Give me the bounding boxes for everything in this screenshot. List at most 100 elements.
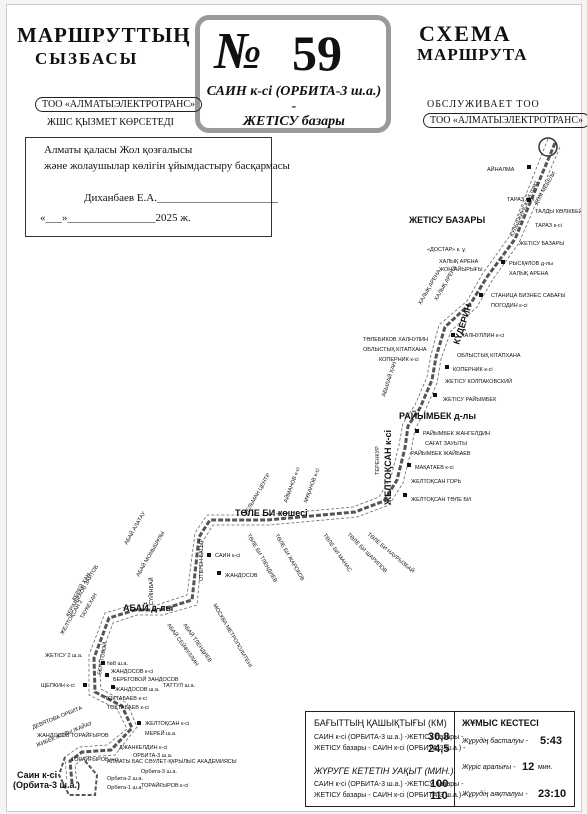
stop-marker: ТӨЛЕ БИ НАУРЫЗБАЙ bbox=[366, 530, 417, 574]
svg-text:СТАНИЦА БИЗНЕС САБАҒЫ: СТАНИЦА БИЗНЕС САБАҒЫ bbox=[491, 293, 566, 299]
stop-marker: ЖЕТІСУ БАЗАРЫ bbox=[519, 241, 564, 247]
stop-marker: ЖАНДОСОВ ТОРАЙҒЫРОВ bbox=[37, 731, 109, 739]
svg-text:ДЖАНКЕЛДИН к-сі: ДЖАНКЕЛДИН к-сі bbox=[119, 745, 167, 751]
stop-marker: РЫСҚҰЛОВ д-лы bbox=[501, 260, 553, 267]
street-terenkur: ТЕРЕНКУР bbox=[375, 446, 381, 475]
time-row-1-value: 100 bbox=[430, 778, 449, 790]
time-row-2-label: ЖЕТІСУ базары - САИН к-сі (ОРБИТА-3 ш.а.… bbox=[314, 792, 466, 799]
stop-marker: ТОРАЙҒЫРОВ к-сі bbox=[141, 781, 188, 789]
approval-line2: және жолаушылар көлігін ұйымдастыру басқ… bbox=[44, 160, 290, 172]
svg-text:ЖАНДОСОВ к-сі: ЖАНДОСОВ к-сі bbox=[111, 669, 153, 675]
stop-marker: ХАЛНУЛЛИН к-сі bbox=[451, 333, 504, 339]
route-number-box: № 59 САИН к-сі (ОРБИТА-3 ш.а.) - ЖЕТІСУ … bbox=[195, 15, 391, 133]
svg-text:ТАЛДЫ КӨЛІКБЕЙ: ТАЛДЫ КӨЛІКБЕЙ bbox=[535, 207, 581, 215]
svg-text:Орбита-1 ш.а.: Орбита-1 ш.а. bbox=[107, 785, 143, 791]
stop-marker: ТОҚТАБАЕВ к-сі bbox=[107, 705, 149, 711]
stop-marker: «ДОСТАР» к. ұ. bbox=[427, 247, 467, 253]
header-left-title: МАРШРУТТЫҢ bbox=[17, 23, 191, 47]
street-tole-bi: ТӨЛЕ БИ көшесі bbox=[235, 508, 308, 518]
svg-text:ТӨЛЕ БИ ЖАРОКОВ: ТӨЛЕ БИ ЖАРОКОВ bbox=[273, 533, 305, 582]
svg-text:ТӨЛЕ БИ МАНАС: ТӨЛЕ БИ МАНАС bbox=[321, 533, 352, 574]
schedule-end-value: 23:10 bbox=[538, 788, 567, 800]
schedule-start-value: 5:43 bbox=[540, 735, 563, 747]
distance-row-1-value: 30,8 bbox=[428, 731, 450, 743]
svg-text:ЖЕТІСУ КОЛПАКОВСКИЙ: ЖЕТІСУ КОЛПАКОВСКИЙ bbox=[445, 377, 512, 385]
svg-text:ТӨЛЕБИКОВ ХАЛНУЛИН: ТӨЛЕБИКОВ ХАЛНУЛИН bbox=[363, 337, 428, 343]
street-suyunbai: СҮЙІНБАЙ bbox=[147, 577, 155, 605]
stop-marker: ОБЛЫСТЫҚ КІТАПХАНА bbox=[363, 347, 427, 353]
approval-date: «___»________________2025 ж. bbox=[40, 212, 191, 224]
schedule-title: ЖҰМЫС КЕСТЕСІ bbox=[462, 718, 539, 728]
stop-marker: ЖОН АЙЫРЫҒЫ bbox=[439, 265, 483, 273]
svg-text:ЖАНДОСОВ ш.а.: ЖАНДОСОВ ш.а. bbox=[115, 687, 160, 693]
distance-row-2-label: ЖЕТІСУ базары - САИН к-сі (ОРБИТА-3 ш.а.… bbox=[314, 745, 466, 752]
stop-marker: ХАЛЫҚ АРЕНА bbox=[509, 271, 549, 277]
stop-marker: ПОГОДИН к-сі bbox=[491, 303, 527, 309]
stop-marker: КОПЕРНИК к-сі bbox=[379, 357, 419, 363]
stop-marker: АЙНАЛМА bbox=[487, 165, 531, 173]
street-toraigyrov: ТОРАЙҒЫРОВ к-сі bbox=[71, 755, 118, 763]
stop-marker: АБАЙ МОМЫШҰЛЫ bbox=[134, 530, 167, 578]
time-title: ЖҮРУГЕ КЕТЕТІН УАҚЫТ (МИН.) bbox=[314, 766, 454, 776]
stop-marker: Орбита-3 ш.а. bbox=[141, 769, 177, 775]
stop-marker: МАҚАТАЕВ к-сі bbox=[407, 463, 454, 471]
svg-text:РАЙЫМБЕК ЖАНГЕЛДИН: РАЙЫМБЕК ЖАНГЕЛДИН bbox=[423, 429, 490, 437]
svg-text:МАҚАТАЕВ к-сі: МАҚАТАЕВ к-сі bbox=[415, 465, 454, 471]
terminal-start-line2: (Орбита-3 ш.а.) bbox=[13, 780, 80, 790]
stop-marker: ТӨЛЕБИКОВ ХАЛНУЛИН bbox=[363, 337, 428, 343]
distance-row-1-label: САИН к-сі (ОРБИТА-3 ш.а.) -ЖЕТІСУ базары… bbox=[314, 734, 464, 741]
stop-marker: ТАРАЗ к-сі bbox=[535, 223, 562, 229]
svg-text:ХАЛЫҚ АРЕНА: ХАЛЫҚ АРЕНА bbox=[439, 259, 479, 265]
svg-text:РЫСҚҰЛОВ д-лы: РЫСҚҰЛОВ д-лы bbox=[509, 261, 553, 267]
stop-marker: ЖЕЛТОҚСАН ГОРЬ bbox=[411, 479, 462, 485]
svg-text:ОРБИТА-3 ш.а.: ОРБИТА-3 ш.а. bbox=[133, 753, 173, 759]
distance-row-2-value: 24,5 bbox=[428, 743, 450, 755]
terminal-loop-end bbox=[538, 137, 558, 157]
stop-marker: МҰҚАНОВ к-сі bbox=[303, 468, 321, 504]
stop-marker: БЕРЕГОВОЙ ЗАНДОСОВ bbox=[105, 673, 179, 683]
stop-marker: ЖАНДОСОВ ш.а. bbox=[111, 685, 160, 693]
stop-marker: №8 ш.а. bbox=[101, 661, 128, 667]
distance-title: БАҒЫТТЫҢ ҚАШЫҚТЫҒЫ (КМ) bbox=[314, 718, 447, 728]
svg-text:ЖАНДОСОВ: ЖАНДОСОВ bbox=[225, 573, 258, 579]
svg-text:ХАЛНУЛЛИН к-сі: ХАЛНУЛЛИН к-сі bbox=[461, 333, 504, 339]
svg-text:ТОҚТАБАЕВ к-сі: ТОҚТАБАЕВ к-сі bbox=[107, 705, 149, 711]
terminal-start-line1: Саин к-сі bbox=[17, 770, 57, 780]
stop-marker: ТАЛДЫ КӨЛІКБЕЙ bbox=[535, 207, 581, 215]
stop-marker: СТАНИЦА БИЗНЕС САБАҒЫ bbox=[479, 293, 566, 299]
svg-text:ТОРАЙҒЫРОВ к-сі: ТОРАЙҒЫРОВ к-сі bbox=[141, 781, 188, 789]
svg-text:ТАТТУЛ ш.а.: ТАТТУЛ ш.а. bbox=[163, 683, 196, 689]
street-raiymbek: РАЙЫМБЕК д-лы bbox=[399, 410, 476, 421]
svg-text:Орбита-2 ш.а.: Орбита-2 ш.а. bbox=[107, 776, 143, 782]
stop-marker: ТАТТУЛ ш.а. bbox=[163, 683, 196, 689]
stop-marker: АЛМАТЫ БАС СӘУЛЕТ-ҚҰРЫЛЫС АКАДЕМИЯСЫ bbox=[107, 759, 237, 765]
distance-time-panel: БАҒЫТТЫҢ ҚАШЫҚТЫҒЫ (КМ) САИН к-сі (ОРБИТ… bbox=[306, 712, 465, 806]
stop-marker: ЖЕТІСУ 2 ш.а. bbox=[45, 653, 83, 659]
svg-text:БЕРЕГОВОЙ ЗАНДОСОВ: БЕРЕГОВОЙ ЗАНДОСОВ bbox=[113, 675, 179, 683]
terminal-end: ЖЕТІСУ БАЗАРЫ bbox=[408, 215, 485, 225]
stop-marker: ОРБИТА-3 ш.а. bbox=[133, 753, 173, 759]
stop-marker: Орбита-2 ш.а. bbox=[107, 776, 143, 782]
svg-text:АБАЙ ТЛЕНДИЕВ: АБАЙ ТЛЕНДИЕВ bbox=[181, 622, 214, 664]
operator-left-caption: ЖШС ҚЫЗМЕТ КӨРСЕТЕДІ bbox=[47, 117, 174, 128]
svg-text:ТАРАЗ к-сі: ТАРАЗ к-сі bbox=[507, 197, 534, 203]
stop-marker: ОБЛЫСТЫҚ КІТАПХАНА bbox=[457, 353, 521, 359]
route-description-line2: ЖЕТІСУ базары bbox=[243, 114, 345, 129]
approval-box: Алматы қаласы Жол қозғалысы және жолаушы… bbox=[25, 137, 290, 237]
stop-marker: АБЫЛАЙ ХАН bbox=[379, 361, 398, 398]
street-kuderin: КҮДЕРИН bbox=[451, 303, 473, 346]
header-right-subtitle: МАРШРУТА bbox=[417, 45, 528, 64]
stop-marker: КЕРІМБЕКОВ ЗАЙТОВ bbox=[64, 563, 100, 618]
svg-text:ТӨЛЕ БИ НАУРЫЗБАЙ: ТӨЛЕ БИ НАУРЫЗБАЙ bbox=[366, 530, 417, 574]
svg-text:МОСКВА МЕТРОПОЛИТЕНІ: МОСКВА МЕТРОПОЛИТЕНІ bbox=[211, 603, 253, 669]
stop-marker: ДЖАНКЕЛДИН к-сі bbox=[119, 745, 167, 751]
stop-marker: ЖЕЛТОҚСАН к-сі bbox=[137, 721, 189, 727]
number-sign: № bbox=[214, 23, 262, 80]
svg-text:МҰҚАНОВ к-сі: МҰҚАНОВ к-сі bbox=[303, 468, 321, 504]
stop-marker: АБАЙ АЛАТАУ bbox=[122, 509, 148, 546]
stop-marker: ДОМ МЕБЕЛИ bbox=[534, 171, 558, 206]
svg-text:ХАЛЫҚ АРЕНА: ХАЛЫҚ АРЕНА bbox=[509, 271, 549, 277]
svg-text:КОПЕРНИК к-сі: КОПЕРНИК к-сі bbox=[453, 367, 493, 373]
approval-signer: Диханбаев Е.А.______________________ bbox=[84, 192, 278, 204]
header-right-title: СХЕМА bbox=[419, 21, 512, 46]
